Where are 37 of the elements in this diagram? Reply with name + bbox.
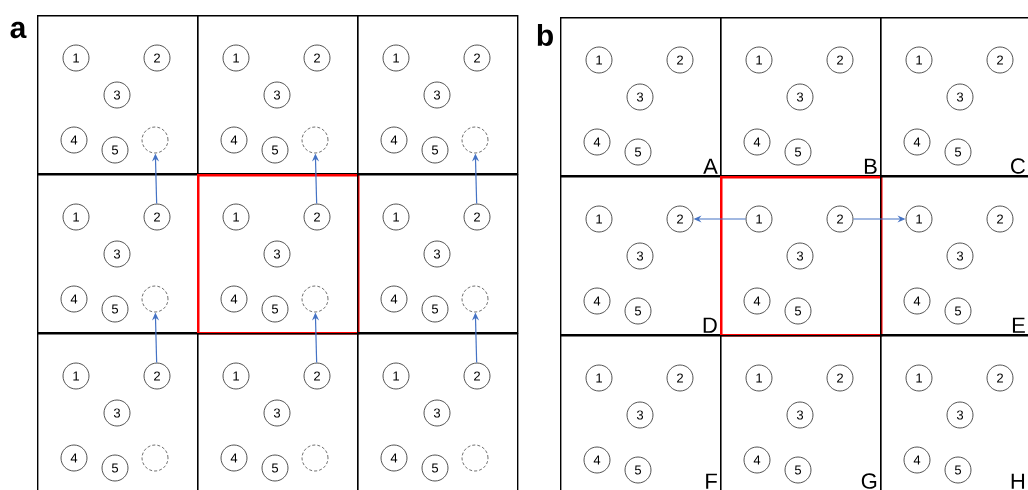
corner-label: D <box>703 317 717 333</box>
grid-cell <box>197 174 360 335</box>
grid-cell <box>560 176 722 336</box>
dashed-circle <box>141 444 169 472</box>
grid-cell <box>197 15 359 175</box>
grid-cell <box>720 176 883 337</box>
grid-cell <box>357 333 519 490</box>
grid-cell <box>357 15 519 175</box>
panel-label: a <box>10 21 27 39</box>
dashed-circle <box>301 444 329 472</box>
dashed-circle <box>461 444 489 472</box>
grid-cell <box>37 333 199 490</box>
grid-cell <box>357 174 519 334</box>
grid-cell <box>37 174 199 334</box>
corner-label: A <box>703 158 718 174</box>
grid-cell <box>720 335 882 490</box>
dashed-circle <box>461 126 489 154</box>
dashed-circle <box>461 285 489 313</box>
grid-cell <box>720 17 882 177</box>
grid-cell <box>880 335 1028 490</box>
grid-cell <box>880 176 1028 336</box>
corner-label: G <box>861 473 877 489</box>
dashed-circle <box>301 126 329 154</box>
corner-label: H <box>1011 473 1024 489</box>
panel-label: b <box>537 24 553 46</box>
grid-cell <box>197 333 359 490</box>
grid-cell <box>37 15 199 175</box>
grid-cell <box>560 335 722 490</box>
dashed-circle <box>141 285 169 313</box>
corner-label: B <box>864 158 877 174</box>
corner-label: F <box>706 473 717 489</box>
corner-label: E <box>1012 317 1025 333</box>
corner-label: C <box>1011 158 1025 174</box>
dashed-circle <box>301 285 329 313</box>
dashed-circle <box>141 126 169 154</box>
grid-cell <box>880 17 1028 177</box>
grid-cell <box>560 17 722 177</box>
